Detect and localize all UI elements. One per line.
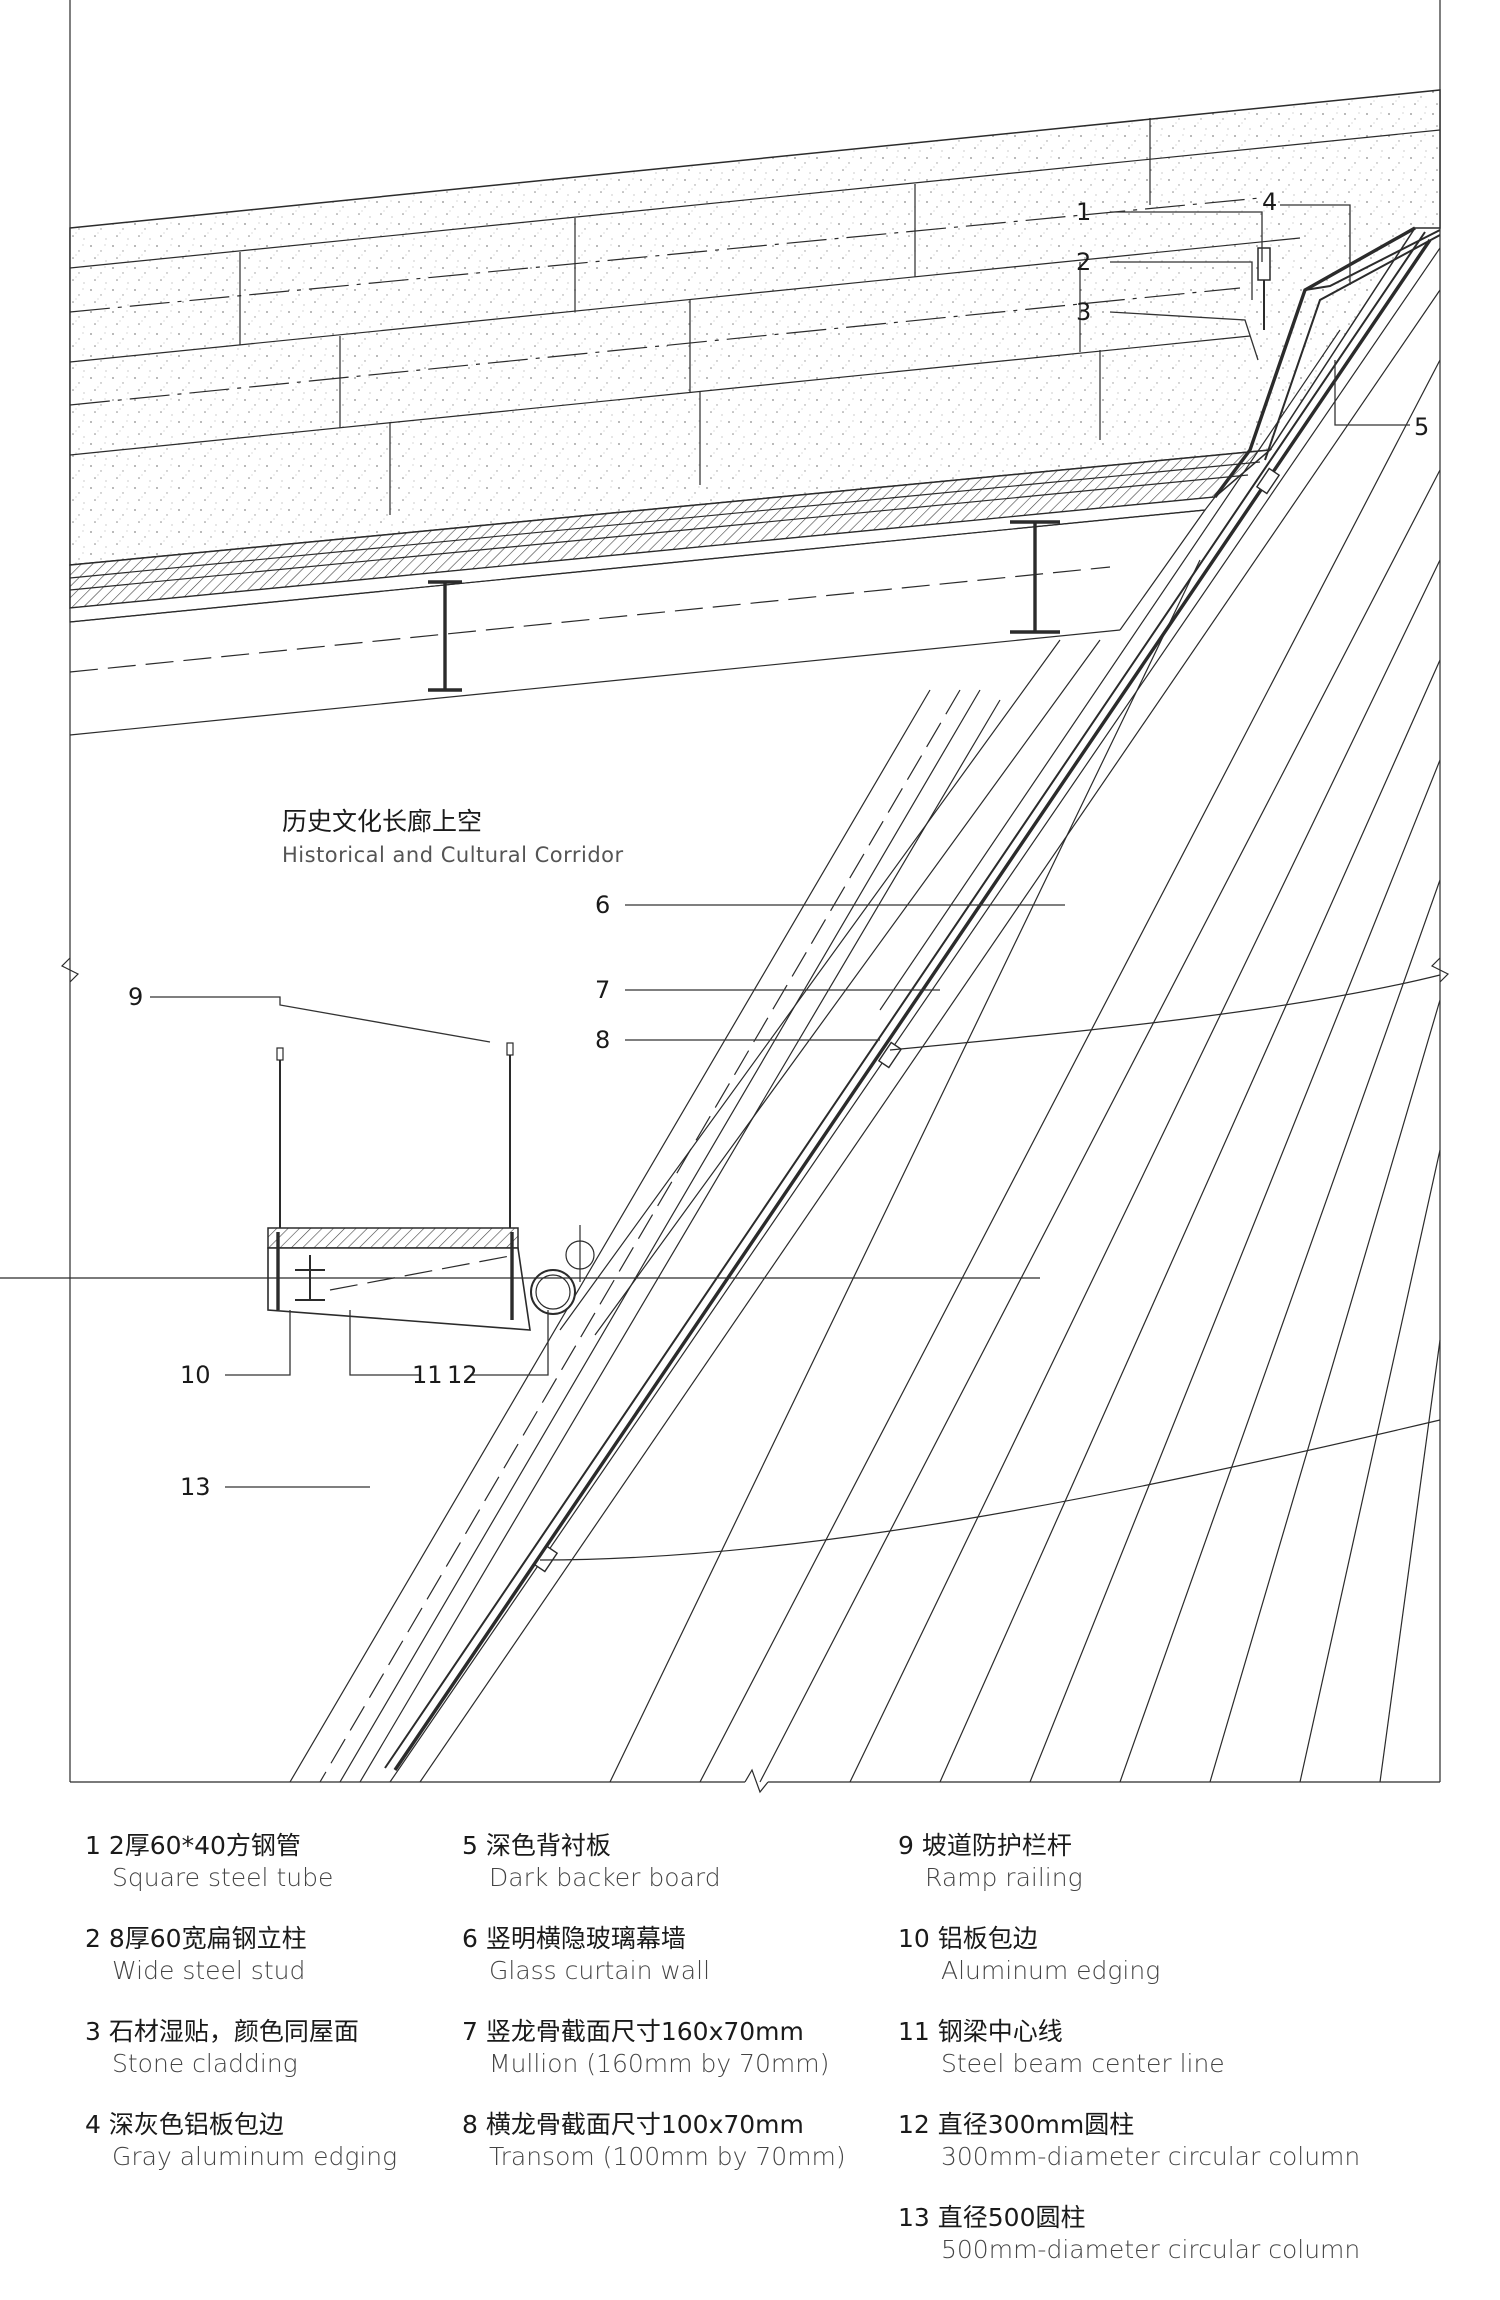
legend: 1 2厚60*40方钢管 Square steel tube 2 8厚60宽扁钢… <box>0 1830 1500 2290</box>
legend-item-4: 4 深灰色铝板包边 Gray aluminum edging <box>85 2109 397 2173</box>
callout-3: 3 <box>1076 298 1091 326</box>
legend-item-6: 6 竖明横隐玻璃幕墙 Glass curtain wall <box>462 1923 710 1987</box>
callout-4: 4 <box>1262 188 1277 216</box>
legend-cn: 直径300mm圆柱 <box>937 2110 1135 2139</box>
legend-cn: 8厚60宽扁钢立柱 <box>108 1924 307 1953</box>
drawing-caption-cn: 历史文化长廊上空 <box>282 807 482 836</box>
legend-en: Aluminum edging <box>941 1956 1161 1985</box>
legend-num: 6 <box>462 1924 478 1953</box>
legend-item-12: 12 直径300mm圆柱 300mm-diameter circular col… <box>898 2109 1360 2173</box>
roof-edge-flashing <box>1213 226 1441 499</box>
legend-cn: 深色背衬板 <box>485 1831 611 1860</box>
legend-item-2: 2 8厚60宽扁钢立柱 Wide steel stud <box>85 1923 307 1987</box>
section-drawing: 1 2 3 4 5 6 7 8 9 10 11 12 13 历史文化长廊上空 H… <box>0 0 1450 1794</box>
legend-en: Ramp railing <box>925 1863 1083 1892</box>
callout-9: 9 <box>128 983 143 1011</box>
legend-num: 9 <box>898 1831 914 1860</box>
legend-en: Gray aluminum edging <box>112 2142 398 2171</box>
legend-en: Dark backer board <box>489 1863 721 1892</box>
drawing-caption-en: Historical and Cultural Corridor <box>282 843 624 867</box>
callout-11: 11 <box>412 1361 443 1389</box>
ramp-section <box>0 1042 1040 1331</box>
background-columns <box>289 359 1441 1783</box>
callout-leaders <box>150 204 1410 1488</box>
legend-num: 4 <box>85 2110 101 2139</box>
callout-13: 13 <box>180 1473 211 1501</box>
legend-en: Mullion (160mm by 70mm) <box>489 2049 830 2078</box>
beam-soffit <box>69 509 1206 736</box>
callout-12: 12 <box>447 1361 478 1389</box>
legend-en: Stone cladding <box>112 2049 298 2078</box>
legend-num: 5 <box>462 1831 478 1860</box>
callout-5: 5 <box>1414 413 1429 441</box>
legend-item-11: 11 钢梁中心线 Steel beam center line <box>898 2016 1225 2080</box>
legend-item-13: 13 直径500圆柱 500mm-diameter circular colum… <box>898 2202 1360 2266</box>
legend-item-5: 5 深色背衬板 Dark backer board <box>462 1830 721 1894</box>
legend-item-10: 10 铝板包边 Aluminum edging <box>898 1923 1160 1987</box>
legend-en: 500mm-diameter circular column <box>941 2235 1361 2264</box>
legend-item-7: 7 竖龙骨截面尺寸160x70mm Mullion (160mm by 70mm… <box>462 2016 829 2080</box>
steel-i-beam-left <box>428 580 462 692</box>
legend-cn: 深灰色铝板包边 <box>108 2110 284 2139</box>
legend-en: Glass curtain wall <box>489 1956 711 1985</box>
legend-en: Transom (100mm by 70mm) <box>489 2142 846 2171</box>
legend-cn: 竖明横隐玻璃幕墙 <box>485 1924 686 1953</box>
steel-i-beam-right <box>1010 520 1060 634</box>
legend-cn: 石材湿贴，颜色同屋面 <box>108 2017 359 2046</box>
legend-en: Square steel tube <box>112 1863 334 1892</box>
legend-cn: 直径500圆柱 <box>937 2203 1086 2232</box>
roof-stone-cladding <box>69 89 1441 566</box>
callout-10: 10 <box>180 1361 211 1389</box>
legend-en: 300mm-diameter circular column <box>941 2142 1361 2171</box>
legend-num: 10 <box>898 1924 930 1953</box>
legend-en: Steel beam center line <box>941 2049 1225 2078</box>
callout-7: 7 <box>595 976 610 1004</box>
legend-cn: 竖龙骨截面尺寸160x70mm <box>485 2017 804 2046</box>
legend-item-9: 9 坡道防护栏杆 Ramp railing <box>898 1830 1083 1894</box>
legend-cn: 2厚60*40方钢管 <box>108 1831 301 1860</box>
legend-item-8: 8 横龙骨截面尺寸100x70mm Transom (100mm by 70mm… <box>462 2109 846 2173</box>
legend-num: 3 <box>85 2017 101 2046</box>
legend-num: 11 <box>898 2017 930 2046</box>
callout-2: 2 <box>1076 248 1091 276</box>
legend-item-1: 1 2厚60*40方钢管 Square steel tube <box>85 1830 333 1894</box>
legend-num: 12 <box>898 2110 930 2139</box>
glass-curtain-wall <box>384 231 1441 1783</box>
legend-num: 1 <box>85 1831 101 1860</box>
legend-en: Wide steel stud <box>112 1956 306 1985</box>
legend-cn: 坡道防护栏杆 <box>921 1831 1072 1860</box>
callout-numbers: 1 2 3 4 5 6 7 8 9 10 11 12 13 <box>128 188 1429 1501</box>
legend-cn: 横龙骨截面尺寸100x70mm <box>485 2110 804 2139</box>
legend-num: 2 <box>85 1924 101 1953</box>
legend-item-3: 3 石材湿贴，颜色同屋面 Stone cladding <box>85 2016 359 2080</box>
legend-cn: 钢梁中心线 <box>937 2017 1063 2046</box>
legend-num: 8 <box>462 2110 478 2139</box>
callout-8: 8 <box>595 1026 610 1054</box>
callout-6: 6 <box>595 891 610 919</box>
legend-cn: 铝板包边 <box>937 1924 1038 1953</box>
legend-num: 7 <box>462 2017 478 2046</box>
legend-num: 13 <box>898 2203 930 2232</box>
callout-1: 1 <box>1076 198 1091 226</box>
